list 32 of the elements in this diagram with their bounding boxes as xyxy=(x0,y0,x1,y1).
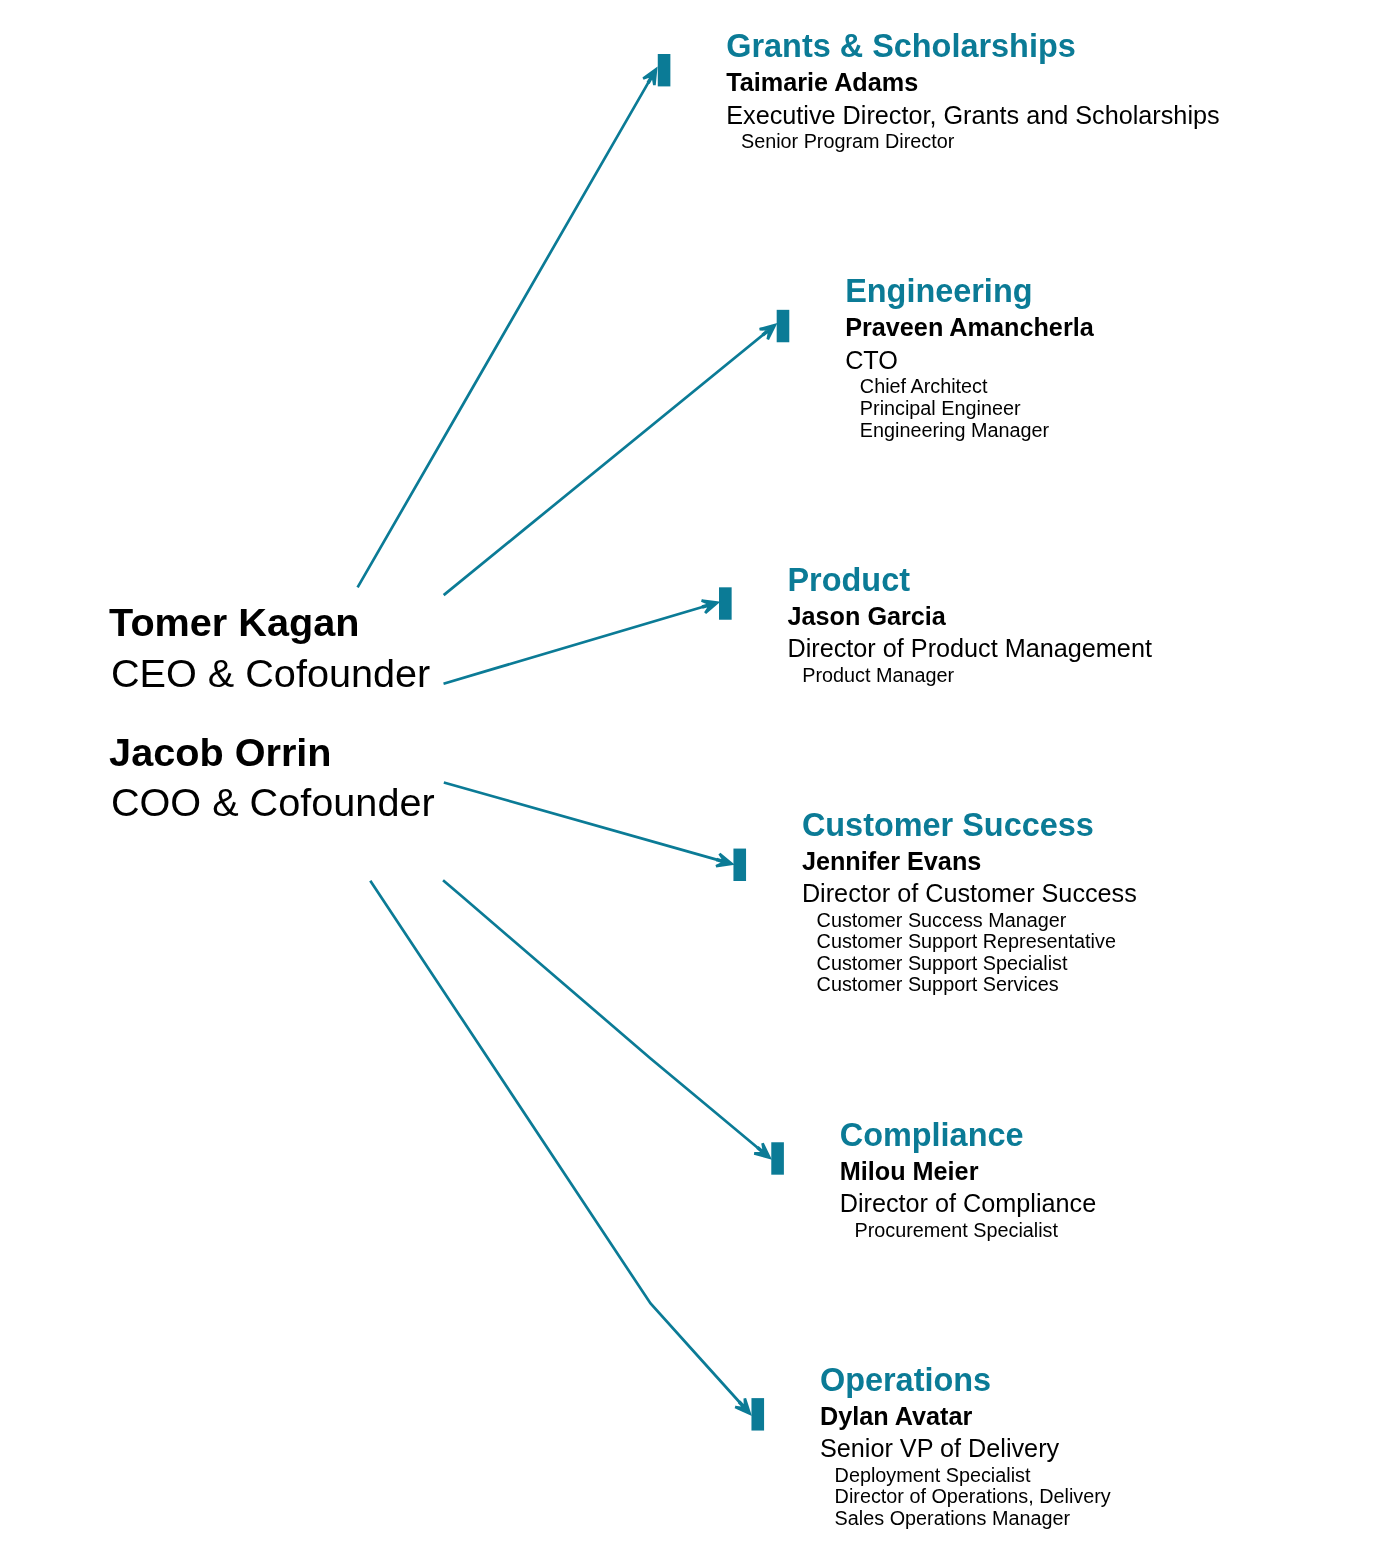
node-label: Engineering xyxy=(844,273,1033,310)
node-label: Executive Director, Grants and Scholarships xyxy=(725,100,1220,129)
node-label: Principal Engineer xyxy=(859,396,1021,419)
node-label: Compliance xyxy=(839,1116,1024,1153)
node-label: Customer Success Manager xyxy=(816,908,1066,931)
node-label: Customer Support Services xyxy=(816,973,1059,996)
node-label: Jason Garcia xyxy=(787,601,946,630)
node-label: Customer Success xyxy=(801,806,1094,843)
node-label: Taimarie Adams xyxy=(725,68,918,97)
node-label: Product Manager xyxy=(801,663,954,686)
node-label: Grants & Scholarships xyxy=(725,28,1076,65)
node-label: Director of Customer Success xyxy=(801,879,1137,908)
node-label: Customer Support Specialist xyxy=(816,951,1067,974)
node-label: Jennifer Evans xyxy=(801,846,981,875)
node-label: Senior VP of Delivery xyxy=(819,1434,1059,1463)
node-label: Dylan Avatar xyxy=(819,1401,972,1430)
node-label: Praveen Amancherla xyxy=(844,313,1094,342)
node-label: Director of Compliance xyxy=(839,1188,1096,1217)
node-label: Director of Operations, Delivery xyxy=(834,1485,1111,1508)
node-label: Director of Product Management xyxy=(787,634,1152,663)
node-label: Sales Operations Manager xyxy=(834,1506,1070,1529)
node-label: CTO xyxy=(844,345,898,374)
node-label: Operations xyxy=(819,1361,991,1398)
node-label: Procurement Specialist xyxy=(853,1218,1058,1241)
node-label: Milou Meier xyxy=(839,1156,978,1185)
node-text: Tomer Kagan CEO & Cofounder Jacob Orrin COO & Cofounder xyxy=(108,600,435,825)
node-label: Customer Support Representative xyxy=(816,930,1116,953)
node-label: Chief Architect xyxy=(859,375,987,398)
node-label: Deployment Specialist xyxy=(834,1463,1030,1486)
node-label: Engineering Manager xyxy=(859,418,1049,441)
node-label: Product xyxy=(787,561,910,598)
node-label: Senior Program Director xyxy=(740,130,954,153)
